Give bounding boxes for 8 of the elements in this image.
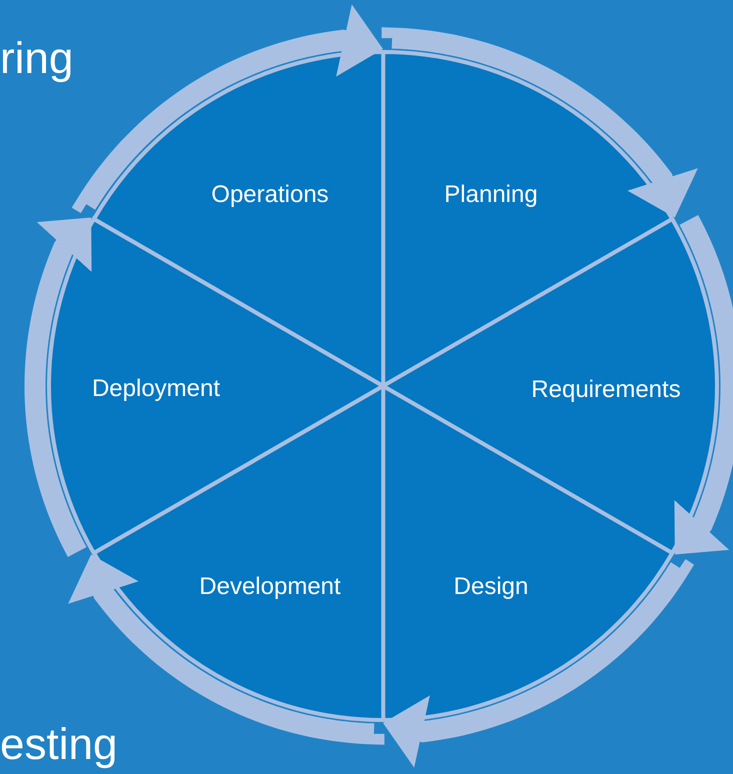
stage-label: Operations	[211, 181, 329, 209]
stage-label: Design	[454, 573, 528, 601]
heading-fragment: esting	[0, 720, 118, 771]
stage-label: Planning	[444, 181, 538, 209]
stage-label: Deployment	[92, 375, 220, 403]
heading-fragment: ring	[0, 34, 74, 85]
stage-label: Requirements	[531, 376, 681, 404]
stage-label: Development	[199, 573, 341, 601]
